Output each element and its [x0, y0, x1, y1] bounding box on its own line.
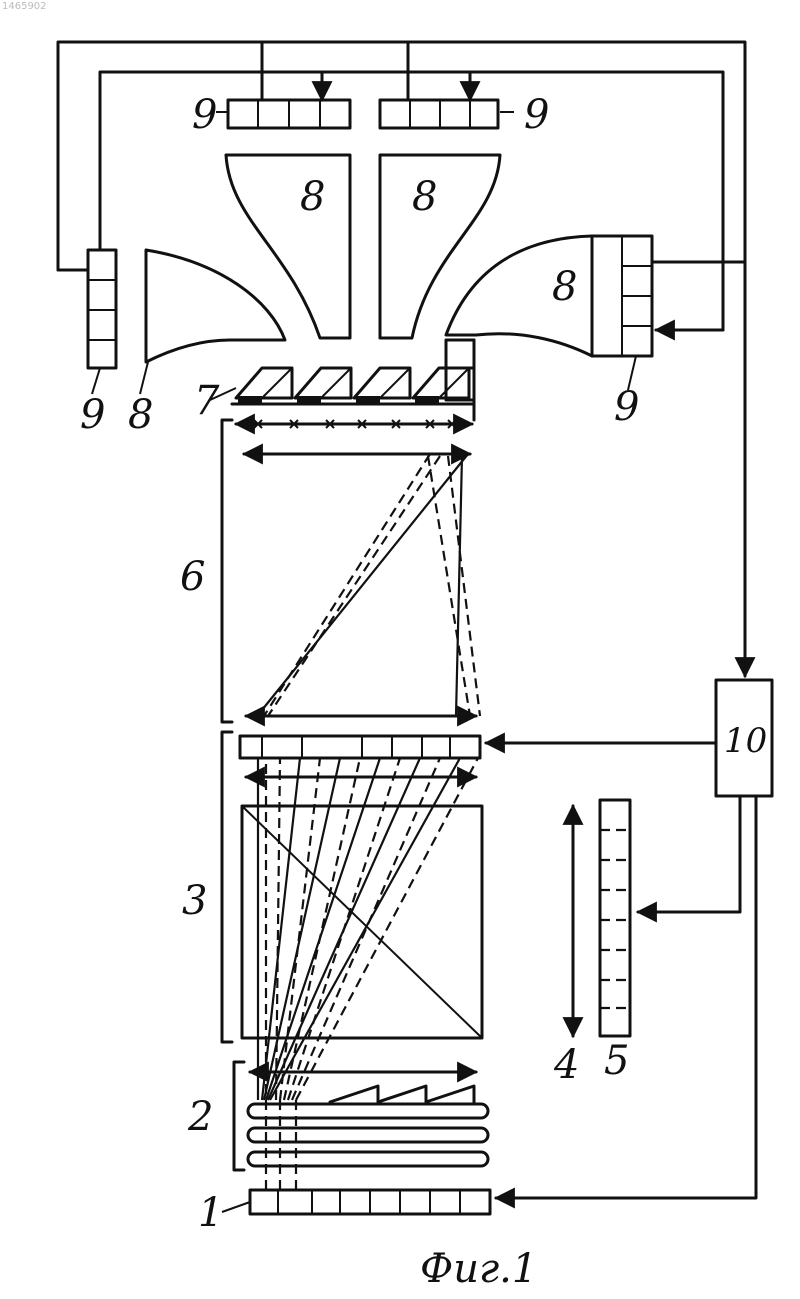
- label-6: 6: [180, 554, 205, 600]
- block-9-top-right: [380, 100, 498, 128]
- label-4: 4: [553, 1042, 579, 1088]
- label-9-right: 9: [614, 384, 639, 430]
- label-9-left: 9: [80, 392, 105, 438]
- label-10: 10: [724, 721, 767, 761]
- label-1: 1: [198, 1190, 223, 1236]
- label-9-top-right: 9: [524, 92, 549, 138]
- label-8-right: 8: [552, 264, 577, 310]
- fiber-bundle-8-top-left: [226, 155, 350, 338]
- fiber-bundle-8-left: [146, 250, 285, 362]
- prism-array-7: [232, 340, 474, 420]
- figure-caption: Фиг.1: [420, 1246, 537, 1292]
- label-8-bottom-left: 8: [128, 392, 153, 438]
- fiber-bundle-8-top-right: [380, 155, 500, 338]
- label-9-top-left: 9: [192, 92, 217, 138]
- label-8-top-left: 8: [300, 174, 325, 220]
- section-6-cavity: [222, 420, 480, 722]
- modulator-row: [240, 736, 716, 777]
- section-2-gratings: [234, 1062, 488, 1170]
- label-3: 3: [182, 878, 207, 924]
- block-9-top-left: [228, 100, 350, 128]
- block-9-left: [88, 250, 116, 368]
- block-9-right: [592, 236, 652, 356]
- top-wiring: [58, 42, 745, 330]
- element-1-source-array: [222, 1190, 490, 1214]
- element-5-column: [600, 800, 630, 1036]
- label-2: 2: [187, 1094, 213, 1140]
- label-5: 5: [604, 1038, 629, 1084]
- ray-fan: [258, 758, 478, 1190]
- corner-id-text: 1465902: [2, 1, 47, 12]
- label-8-top-right: 8: [412, 174, 437, 220]
- label-7: 7: [194, 378, 220, 424]
